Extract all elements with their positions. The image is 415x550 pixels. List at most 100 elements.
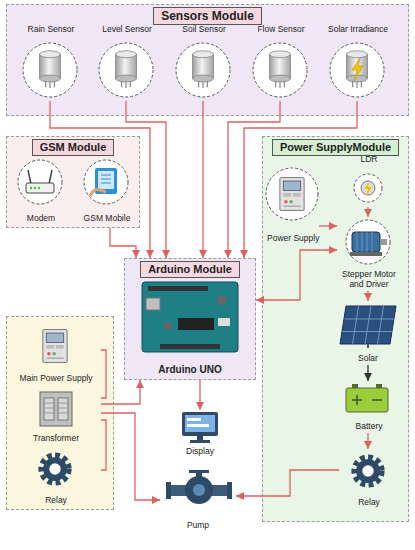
gsm-mobile-icon bbox=[101, 175, 111, 183]
arduino-board-icon bbox=[217, 295, 227, 305]
connector-arrow bbox=[199, 380, 200, 410]
modem-icon bbox=[30, 187, 32, 189]
modem-icon bbox=[18, 160, 62, 204]
ldr-icon bbox=[354, 174, 382, 202]
soil-sensor-icon bbox=[176, 43, 230, 97]
solar-panel-icon bbox=[343, 306, 395, 344]
arduino-board-icon bbox=[178, 318, 214, 330]
pump-icon bbox=[166, 470, 232, 504]
solar-panel-icon bbox=[367, 344, 369, 348]
display-icon bbox=[190, 440, 210, 443]
arduino-board-icon bbox=[146, 298, 160, 310]
arduino-board-icon bbox=[164, 322, 172, 330]
battery-icon bbox=[352, 384, 358, 388]
component-label: Level Sensor bbox=[91, 25, 163, 35]
component-label: Pump bbox=[160, 521, 236, 532]
component-label: Stepper Motor and Driver bbox=[337, 270, 401, 291]
main-power-supply-icon bbox=[43, 330, 67, 363]
connector-arrow bbox=[50, 101, 150, 258]
connector-arrow bbox=[367, 207, 368, 217]
display-icon bbox=[197, 436, 203, 440]
component-label: Modem bbox=[11, 214, 71, 225]
relay-icon bbox=[354, 457, 382, 485]
power-supply-icon bbox=[266, 168, 318, 220]
pump-icon bbox=[227, 482, 232, 499]
connector-arrow bbox=[101, 380, 140, 404]
stepper-motor-icon bbox=[352, 232, 380, 252]
component-label: Soil Sensor bbox=[168, 25, 240, 35]
transformer-icon bbox=[58, 398, 68, 420]
component-label: Transformer bbox=[11, 434, 101, 445]
modem-icon bbox=[34, 187, 36, 189]
connector-arrow bbox=[101, 350, 106, 398]
connector-arrow bbox=[244, 101, 357, 258]
gsm-mobile-icon bbox=[84, 160, 128, 204]
stepper-motor-icon bbox=[380, 239, 387, 245]
battery-icon bbox=[376, 384, 382, 388]
relay-icon bbox=[41, 455, 69, 483]
component-label: Flow Sensor bbox=[245, 25, 317, 35]
flow-sensor-icon bbox=[270, 51, 291, 88]
stepper-motor-icon bbox=[346, 220, 390, 264]
component-label: Main Power Supply bbox=[11, 374, 101, 385]
module-heading: Power SupplyModule bbox=[272, 139, 399, 156]
connector-arrow bbox=[319, 225, 337, 226]
module-heading: GSM Module bbox=[32, 139, 115, 156]
modem-icon bbox=[28, 170, 52, 184]
rain-sensor-icon bbox=[23, 43, 77, 97]
arduino-board-icon bbox=[218, 318, 230, 326]
ldr-icon bbox=[361, 181, 375, 195]
transformer-icon bbox=[44, 398, 54, 420]
relay-icon bbox=[41, 455, 69, 483]
display-icon bbox=[182, 412, 218, 436]
modem-icon bbox=[26, 183, 54, 193]
arduino-board-icon bbox=[148, 286, 208, 291]
component-label: Relay bbox=[339, 498, 399, 509]
modem-icon bbox=[38, 187, 40, 189]
battery-icon bbox=[346, 388, 388, 412]
modem-icon bbox=[18, 160, 62, 204]
solar-irradiance-icon bbox=[330, 43, 384, 97]
transformer-icon bbox=[40, 392, 72, 426]
stepper-motor-icon bbox=[346, 220, 390, 264]
solar-panel-icon bbox=[340, 306, 396, 348]
gsm-mobile-icon bbox=[98, 171, 114, 189]
soil-sensor-icon bbox=[193, 51, 214, 88]
transformer-icon bbox=[44, 403, 68, 413]
connector-arrow bbox=[202, 101, 203, 258]
soil-sensor-icon bbox=[176, 43, 230, 97]
display-icon bbox=[182, 412, 218, 443]
transformer-icon bbox=[40, 392, 72, 426]
rain-sensor-icon bbox=[23, 43, 77, 97]
component-label: Rain Sensor bbox=[15, 25, 87, 35]
display-icon bbox=[185, 415, 215, 432]
component-label: Display bbox=[172, 447, 228, 458]
solar-irradiance-icon bbox=[330, 43, 384, 97]
gsm-mobile-icon bbox=[90, 190, 106, 196]
module-heading: Arduino Module bbox=[140, 261, 240, 278]
component-label: Solar Irradiance bbox=[322, 25, 394, 35]
connector-arrow bbox=[228, 101, 280, 258]
connector-arrow bbox=[101, 413, 160, 500]
battery-icon bbox=[352, 395, 382, 405]
ldr-icon bbox=[364, 181, 372, 196]
main-power-supply-icon bbox=[43, 330, 67, 363]
component-label: Solar bbox=[335, 354, 401, 365]
solar-irradiance-icon bbox=[352, 58, 363, 81]
stepper-motor-icon bbox=[350, 252, 382, 256]
level-sensor-icon bbox=[99, 43, 153, 97]
module-heading: Sensors Module bbox=[153, 7, 262, 25]
relay-icon bbox=[354, 457, 382, 485]
pump-icon bbox=[166, 482, 171, 499]
connector-arrow bbox=[101, 420, 106, 470]
solar-irradiance-icon bbox=[347, 51, 368, 88]
level-sensor-icon bbox=[99, 43, 153, 97]
component-label: LDR bbox=[349, 155, 389, 165]
pump-icon bbox=[193, 484, 205, 496]
gsm-mobile-icon bbox=[84, 160, 128, 204]
battery-icon bbox=[346, 384, 388, 412]
connector-arrow bbox=[110, 228, 136, 258]
display-icon bbox=[187, 424, 209, 427]
connector-arrow bbox=[367, 365, 368, 381]
component-label: Arduino UNO bbox=[125, 364, 255, 380]
